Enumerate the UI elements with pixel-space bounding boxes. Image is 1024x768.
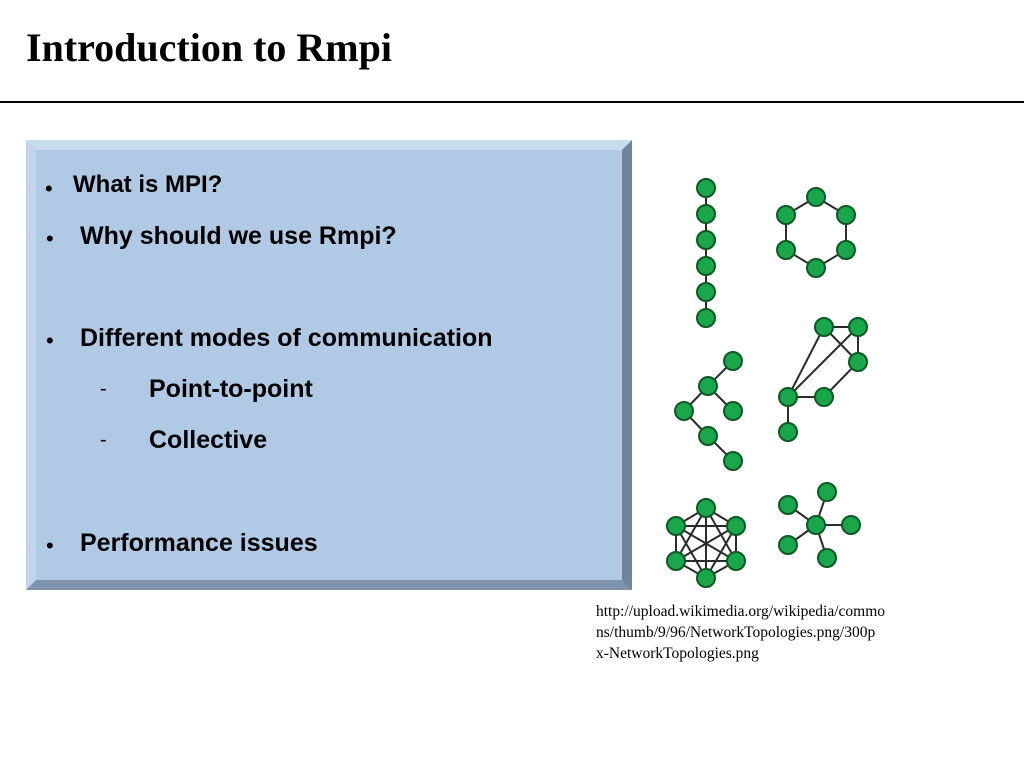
bullet-glyph: • bbox=[46, 226, 54, 251]
bullet-what-is-mpi: What is MPI? bbox=[73, 171, 223, 198]
bullet-why-rmpi: Why should we use Rmpi? bbox=[80, 222, 397, 250]
mesh-topology-links bbox=[787, 326, 859, 432]
fully-connected-topology-nodes bbox=[666, 498, 746, 588]
fully-connected-topology-links bbox=[675, 506, 737, 580]
image-source-caption: http://upload.wikimedia.org/wikipedia/co… bbox=[596, 601, 976, 664]
bullet-glyph: • bbox=[45, 176, 53, 201]
bullet-glyph: • bbox=[46, 533, 54, 558]
content-box: • What is MPI? • Why should we use Rmpi?… bbox=[26, 140, 632, 590]
sub-bullet-point-to-point: Point-to-point bbox=[149, 375, 313, 403]
bullet-performance: Performance issues bbox=[80, 529, 318, 557]
network-topologies-diagram bbox=[666, 178, 868, 588]
slide-title: Introduction to Rmpi bbox=[26, 25, 392, 70]
caption-line: x-NetworkTopologies.png bbox=[596, 645, 759, 662]
caption-line: ns/thumb/9/96/NetworkTopologies.png/300p bbox=[596, 624, 876, 641]
line-topology-nodes bbox=[696, 178, 716, 328]
tree-topology-nodes bbox=[674, 351, 743, 471]
sub-bullet-collective: Collective bbox=[149, 426, 268, 454]
ring-topology-nodes bbox=[776, 187, 856, 278]
title-divider bbox=[0, 101, 1024, 103]
ring-topology-links bbox=[785, 195, 847, 270]
sub-bullet-glyph: - bbox=[100, 378, 107, 400]
mesh-topology-nodes bbox=[778, 317, 868, 442]
sub-bullet-glyph: - bbox=[100, 429, 107, 451]
caption-line: http://upload.wikimedia.org/wikipedia/co… bbox=[596, 603, 886, 620]
bullet-glyph: • bbox=[46, 328, 54, 353]
star-topology-nodes bbox=[778, 482, 861, 568]
bullet-modes: Different modes of communication bbox=[80, 324, 493, 352]
